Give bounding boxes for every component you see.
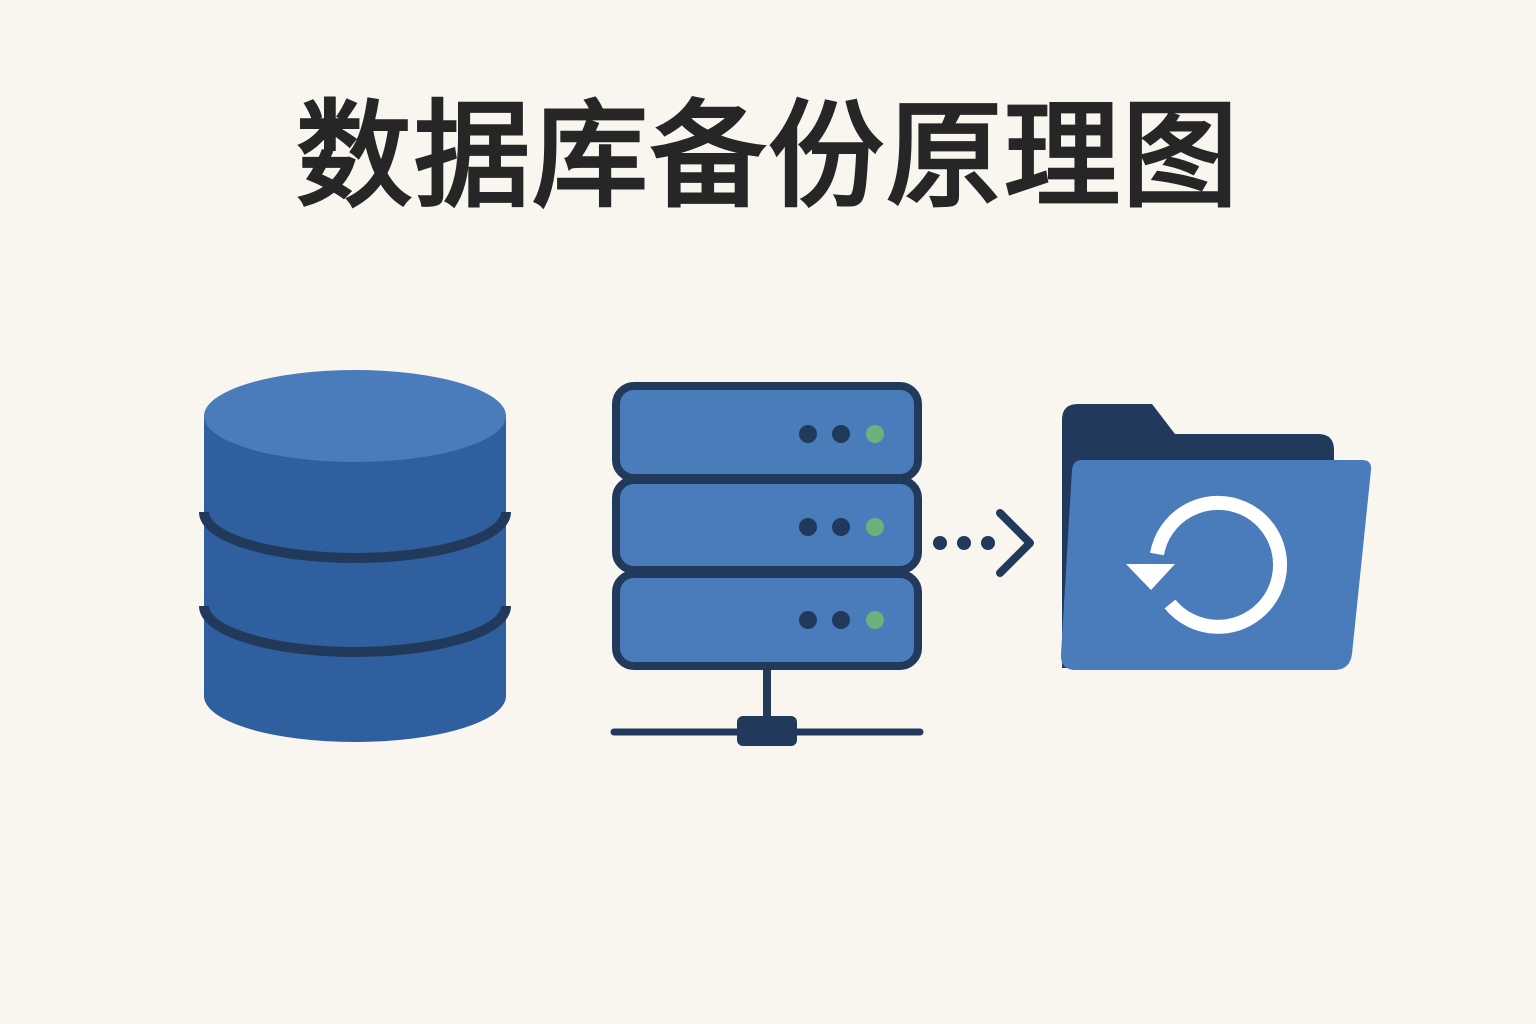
restore-icon	[1150, 495, 1287, 634]
database-band-lower	[199, 605, 511, 657]
server-unit	[612, 382, 922, 482]
server-unit	[612, 570, 922, 670]
folder-front	[1060, 460, 1372, 670]
indicator-light	[832, 425, 850, 443]
indicator-light	[832, 518, 850, 536]
status-light-green	[866, 425, 884, 443]
diagram-title: 数据库备份原理图	[296, 89, 1240, 224]
server-icon	[610, 382, 924, 746]
status-light-green	[866, 611, 884, 629]
network-connector	[610, 670, 924, 746]
database-icon	[199, 370, 511, 742]
server-unit	[612, 476, 922, 574]
restore-arrowhead	[1126, 564, 1175, 590]
database-top	[204, 370, 506, 462]
dotted-arrow-icon	[933, 509, 1034, 577]
indicator-light	[799, 518, 817, 536]
folder-restore-icon	[1060, 404, 1372, 670]
database-bottom	[204, 650, 506, 742]
database-band-upper	[199, 511, 511, 563]
indicator-light	[832, 611, 850, 629]
indicator-light	[799, 611, 817, 629]
indicator-light	[799, 425, 817, 443]
status-light-green	[866, 518, 884, 536]
